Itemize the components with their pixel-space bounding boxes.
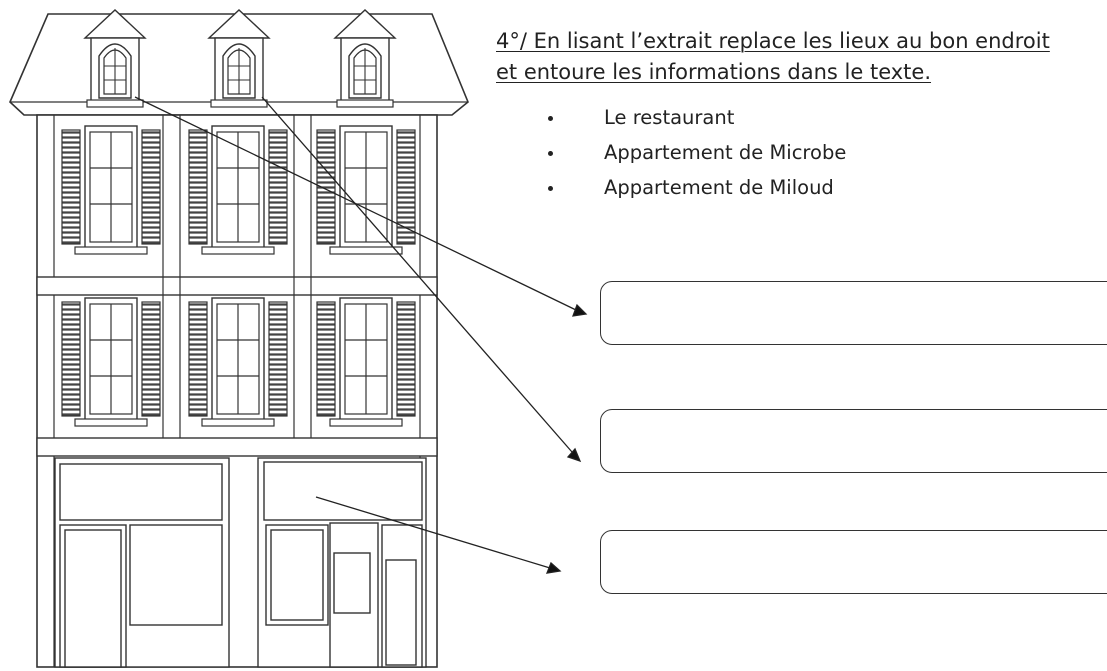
floor-band <box>36 276 438 296</box>
exercise-instruction: 4°/ En lisant l’extrait replace les lieu… <box>496 26 1101 88</box>
window <box>317 298 415 426</box>
place-item-restaurant: Le restaurant <box>548 100 846 135</box>
answer-box-bottom[interactable] <box>600 530 1107 594</box>
shopfront-left <box>54 457 230 668</box>
arrows <box>134 96 588 574</box>
window <box>189 298 287 426</box>
place-item-microbe: Appartement de Microbe <box>548 135 846 170</box>
answer-box-middle[interactable] <box>600 409 1107 473</box>
window <box>317 126 415 254</box>
instruction-line-2: et entoure les informations dans le text… <box>496 60 932 84</box>
answer-box-top[interactable] <box>600 281 1107 345</box>
places-list: Le restaurant Appartement de Microbe App… <box>548 100 846 205</box>
instruction-line-1: 4°/ En lisant l’extrait replace les lieu… <box>496 29 1050 53</box>
place-item-miloud: Appartement de Miloud <box>548 170 846 205</box>
window <box>62 298 160 426</box>
floor-band <box>36 437 438 457</box>
shopfront-right <box>257 457 427 668</box>
window <box>189 126 287 254</box>
window <box>62 126 160 254</box>
